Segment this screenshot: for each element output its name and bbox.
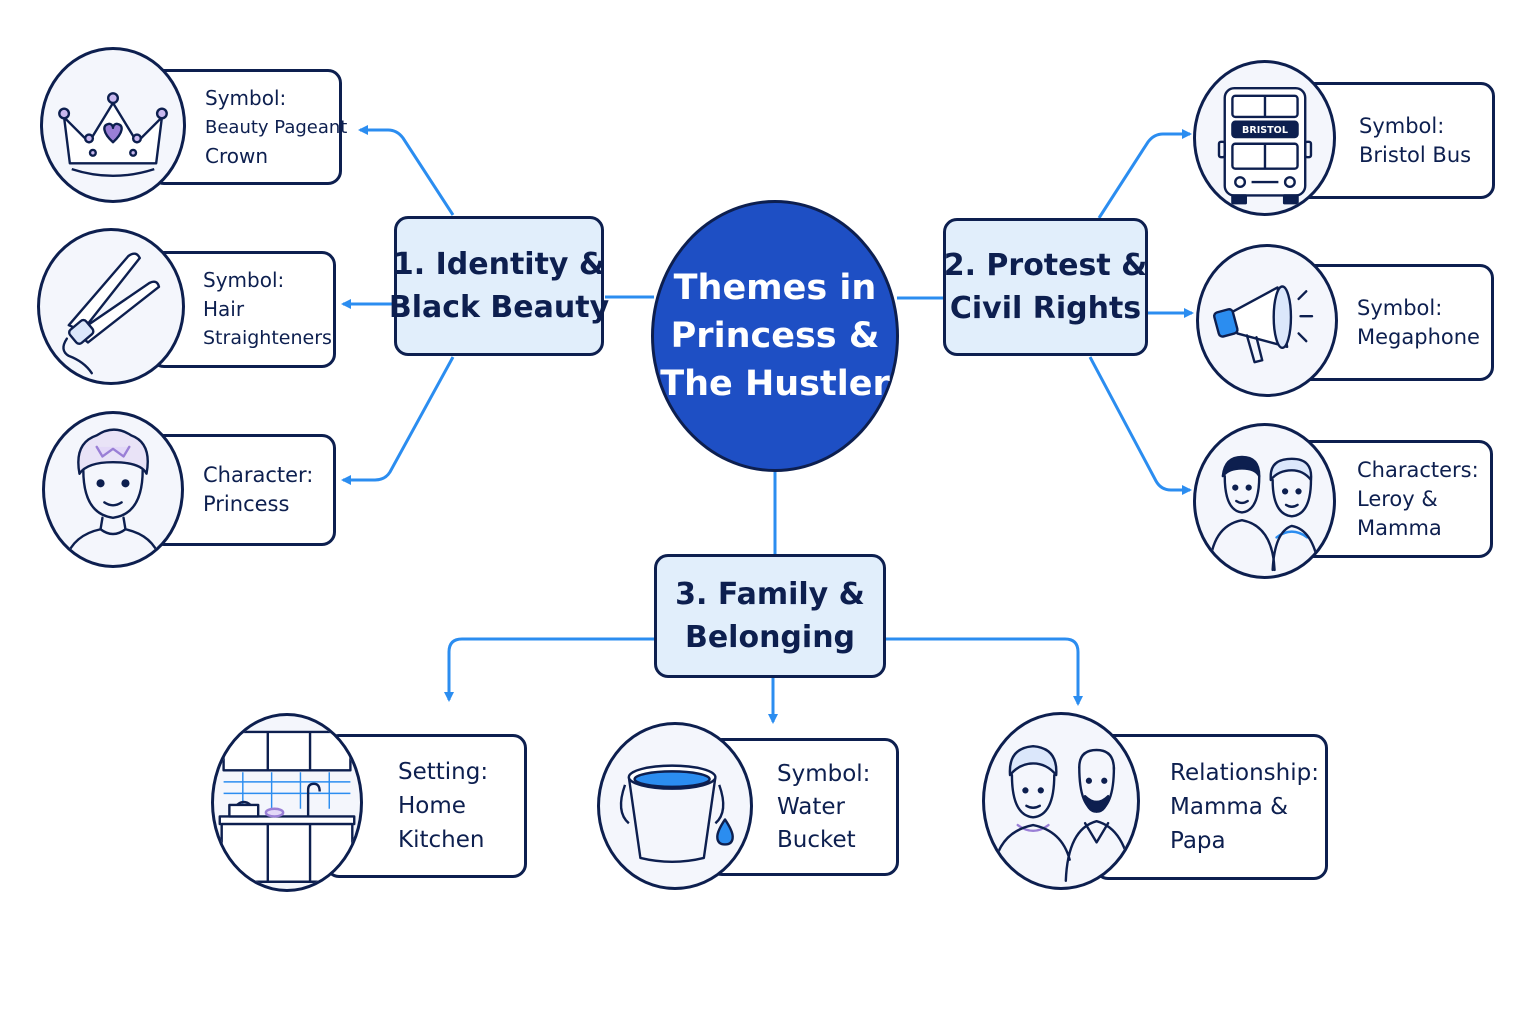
bucket-icon-circle — [597, 722, 753, 890]
node-straightener-line-1: Symbol: — [203, 268, 285, 292]
theme-family-box: 3. Family & Belonging — [654, 554, 886, 678]
bristol-bus-icon: BRISTOL — [1217, 86, 1313, 205]
megaphone-icon-circle — [1196, 244, 1338, 397]
theme-family-line-1: 3. Family & — [675, 577, 865, 612]
central-topic-line-1: Themes in — [673, 268, 877, 308]
node-leroy-mamma-line-1: Characters: — [1357, 457, 1479, 482]
leroy-mamma-icon-circle — [1193, 423, 1336, 579]
node-crown-line-2: Beauty Pageant — [205, 116, 348, 138]
node-bucket-line-1: Symbol: — [777, 760, 871, 787]
node-kitchen-line-2: Home — [398, 793, 466, 819]
node-straightener-line-3: Straighteners — [203, 327, 332, 349]
node-princess-line-1: Character: — [203, 463, 314, 487]
water-bucket-icon — [619, 764, 734, 863]
princess-icon-circle — [42, 411, 184, 568]
crown-icon-circle — [40, 47, 186, 203]
theme-protest-line-2: Civil Rights — [949, 291, 1142, 326]
straightener-icon-circle — [37, 228, 185, 385]
node-princess-line-2: Princess — [203, 492, 290, 516]
node-kitchen-line-1: Setting: — [398, 759, 489, 785]
mamma-papa-portrait-icon — [991, 744, 1133, 883]
kitchen-icon — [218, 730, 356, 883]
node-straightener-line-2: Hair — [203, 297, 245, 321]
node-mamma-papa-line-3: Papa — [1170, 828, 1226, 854]
bus-icon-circle: BRISTOL — [1193, 60, 1336, 216]
princess-portrait-icon — [64, 428, 162, 560]
node-leroy-mamma-line-3: Mamma — [1357, 515, 1442, 540]
theme-protest-box: 2. Protest & Civil Rights — [943, 218, 1148, 356]
central-topic-line-3: The Hustler — [660, 364, 890, 404]
node-crown-line-3: Crown — [205, 143, 269, 168]
node-mamma-papa-line-1: Relationship: — [1170, 760, 1319, 786]
mamma-papa-icon-circle — [982, 712, 1140, 890]
node-leroy-mamma-line-2: Leroy & — [1357, 486, 1438, 511]
node-bus-line-2: Bristol Bus — [1359, 142, 1472, 167]
node-megaphone-line-1: Symbol: — [1357, 295, 1443, 320]
node-crown-line-1: Symbol: — [205, 85, 287, 110]
node-mamma-papa-line-2: Mamma & — [1170, 794, 1289, 820]
theme-identity-line-1: 1. Identity & — [392, 247, 606, 282]
leroy-mamma-portrait-icon — [1208, 455, 1320, 572]
hair-straightener-icon — [62, 252, 161, 375]
theme-family-line-2: Belonging — [684, 620, 856, 655]
node-bucket-line-3: Bucket — [777, 826, 856, 853]
bus-destination-sign: BRISTOL — [1242, 125, 1288, 136]
node-megaphone-line-2: Megaphone — [1357, 324, 1480, 349]
theme-protest-line-1: 2. Protest & — [943, 248, 1148, 283]
theme-identity-line-2: Black Beauty — [388, 290, 610, 325]
node-bucket-line-2: Water — [777, 793, 845, 820]
megaphone-icon — [1213, 285, 1314, 364]
node-bus-line-1: Symbol: — [1359, 113, 1445, 138]
central-topic-line-2: Princess & — [670, 316, 880, 356]
central-topic-ellipse: Themes in Princess & The Hustler — [651, 200, 899, 472]
tiara-crown-icon — [58, 92, 168, 178]
theme-identity-box: 1. Identity & Black Beauty — [389, 216, 609, 356]
node-kitchen-line-3: Kitchen — [398, 827, 485, 853]
kitchen-icon-circle — [211, 713, 363, 892]
